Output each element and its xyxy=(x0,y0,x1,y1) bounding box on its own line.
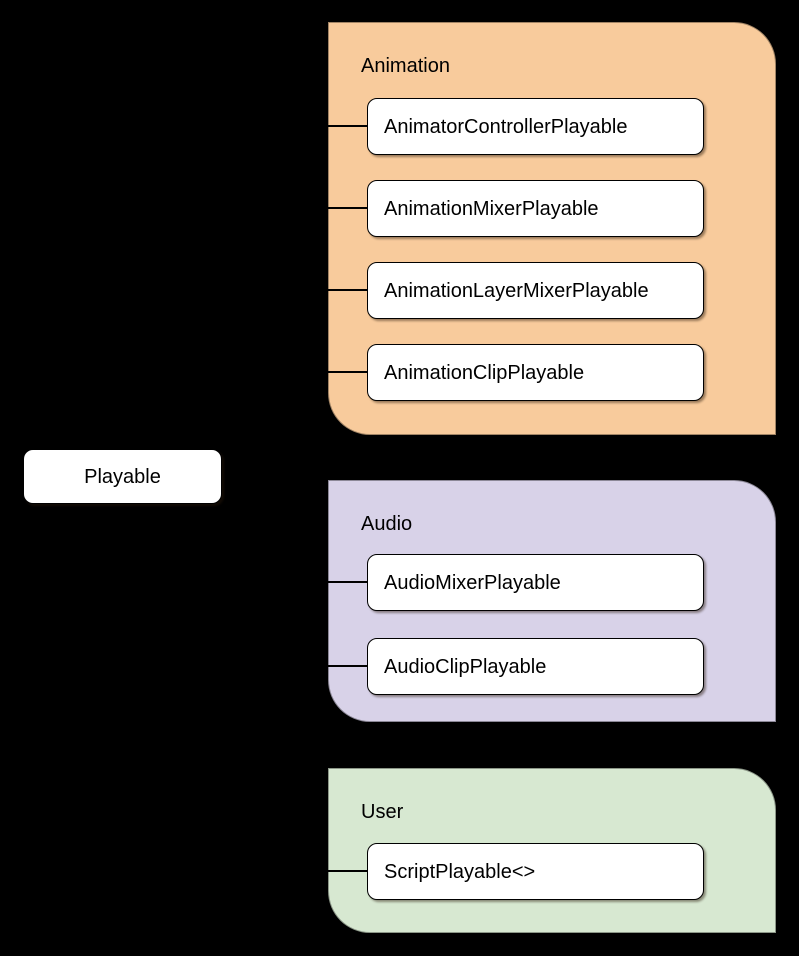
group-animation-label: Animation xyxy=(361,55,450,77)
group-audio-label: Audio xyxy=(361,513,413,535)
node-label: AnimationClipPlayable xyxy=(384,361,585,384)
node-script-playable: ScriptPlayable<> xyxy=(367,843,704,900)
connector-line xyxy=(298,207,368,209)
node-label: AudioClipPlayable xyxy=(384,655,547,678)
group-animation: Animation AnimatorControllerPlayable Ani… xyxy=(298,22,776,435)
connector-line xyxy=(298,665,368,667)
group-user: User ScriptPlayable<> xyxy=(298,768,776,933)
group-user-label: User xyxy=(361,801,404,823)
connector-line xyxy=(298,581,368,583)
node-label: ScriptPlayable<> xyxy=(384,860,536,883)
connector-line xyxy=(298,289,368,291)
node-animator-controller-playable: AnimatorControllerPlayable xyxy=(367,98,704,155)
node-label: AnimationMixerPlayable xyxy=(384,197,599,220)
node-animation-clip-playable: AnimationClipPlayable xyxy=(367,344,704,401)
connector-line xyxy=(298,371,368,373)
node-audio-mixer-playable: AudioMixerPlayable xyxy=(367,554,704,611)
node-label: AnimatorControllerPlayable xyxy=(384,115,628,138)
node-label: AnimationLayerMixerPlayable xyxy=(384,279,649,302)
group-audio: Audio AudioMixerPlayable AudioClipPlayab… xyxy=(298,480,776,722)
node-playable-label: Playable xyxy=(84,465,161,488)
node-audio-clip-playable: AudioClipPlayable xyxy=(367,638,704,695)
node-label: AudioMixerPlayable xyxy=(384,571,561,594)
node-animation-mixer-playable: AnimationMixerPlayable xyxy=(367,180,704,237)
connector-line xyxy=(298,125,368,127)
node-animation-layer-mixer-playable: AnimationLayerMixerPlayable xyxy=(367,262,704,319)
connector-line xyxy=(298,870,368,872)
node-playable: Playable xyxy=(23,449,222,504)
